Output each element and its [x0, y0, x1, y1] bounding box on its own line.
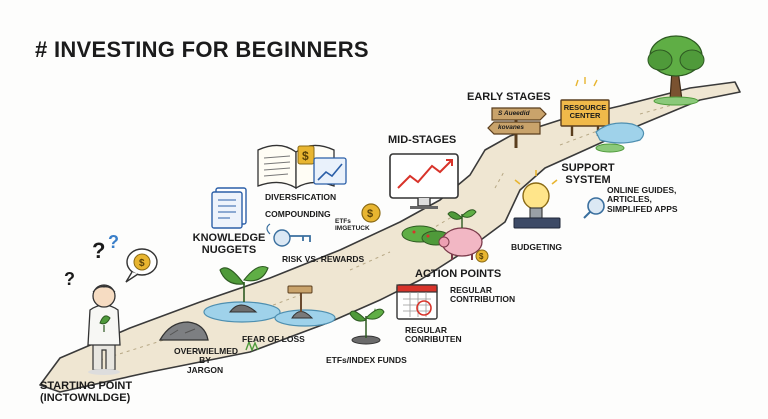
regular-contribution-label-1: REGULAR CONTRIBUTION	[450, 285, 516, 305]
fear-of-loss-label: FEAR OF LOSS	[242, 334, 305, 344]
etfs-index-funds-label: ETFs/INDEX FUNDS	[326, 355, 407, 365]
support-magnifier-icon	[583, 197, 605, 219]
diversification-label: DIVERSFICATION	[265, 192, 337, 202]
page-title: # INVESTING FOR BEGINNERS	[35, 37, 369, 62]
regular-contribution-label-2: REGULAR CONRIBUTEN	[405, 325, 462, 345]
person-icon	[87, 284, 121, 375]
etfs-scribble-label: ETFs IMGETUCK	[335, 218, 370, 233]
resource-center-label: RESOURCE CENTER	[563, 103, 607, 121]
coin-icon: $	[361, 203, 381, 223]
tree-icon	[647, 35, 705, 106]
starting-point-label: STARTING POINT (INCTOWNLDGE)	[40, 380, 133, 405]
signpost-icon-small	[287, 285, 313, 312]
budgeting-label: BUDGETING	[511, 242, 562, 252]
document-icon	[211, 187, 247, 229]
piggy-bank-icon: $	[438, 209, 489, 263]
overwhelmed-label: OVERWIELMED BY JARGON	[174, 346, 239, 375]
lightbulb-icon	[513, 170, 561, 229]
signpost-icon	[487, 107, 547, 148]
puddle-icon-2	[274, 309, 336, 327]
question-mark-icon: ? ? ?	[64, 232, 119, 289]
signpost-text-2: kovanes	[498, 124, 525, 131]
mid-stages-label: MID-STAGES	[388, 134, 457, 146]
online-guides-label: ONLINE GUIDES, ARTICLES, SIMPLIFED APPS	[607, 185, 678, 214]
seedling-icon	[219, 265, 269, 302]
key-icon	[266, 223, 311, 247]
pond-icon	[595, 122, 645, 153]
sprout-icon	[349, 308, 385, 345]
svg-text:$: $	[479, 252, 484, 261]
svg-text:?: ?	[64, 269, 75, 289]
monitor-chart-icon	[389, 153, 459, 209]
svg-text:$: $	[302, 149, 309, 163]
svg-text:?: ?	[92, 238, 105, 263]
bushes-icon	[401, 225, 451, 246]
puddle-icon	[203, 301, 281, 323]
svg-text:$: $	[139, 258, 145, 269]
support-system-label: SUPPORT SYSTEM	[561, 162, 615, 187]
chart-icon	[313, 157, 347, 185]
svg-text:$: $	[367, 208, 373, 220]
early-stages-label: EARLY STAGES	[467, 91, 551, 103]
compounding-label: COMPOUNDING	[265, 209, 331, 219]
rock-icon	[158, 321, 209, 341]
knowledge-nuggets-label: KNOWLEDGE NUGGETS	[192, 232, 266, 257]
risk-vs-rewards-label: RISK VS. REWARDS	[282, 254, 365, 264]
action-points-label: ACTION POINTS	[415, 268, 502, 280]
coin-bubble-icon: $	[125, 248, 158, 283]
signpost-text-1: S Aueedid	[498, 110, 530, 117]
svg-text:?: ?	[108, 232, 119, 252]
calendar-icon	[396, 284, 438, 320]
